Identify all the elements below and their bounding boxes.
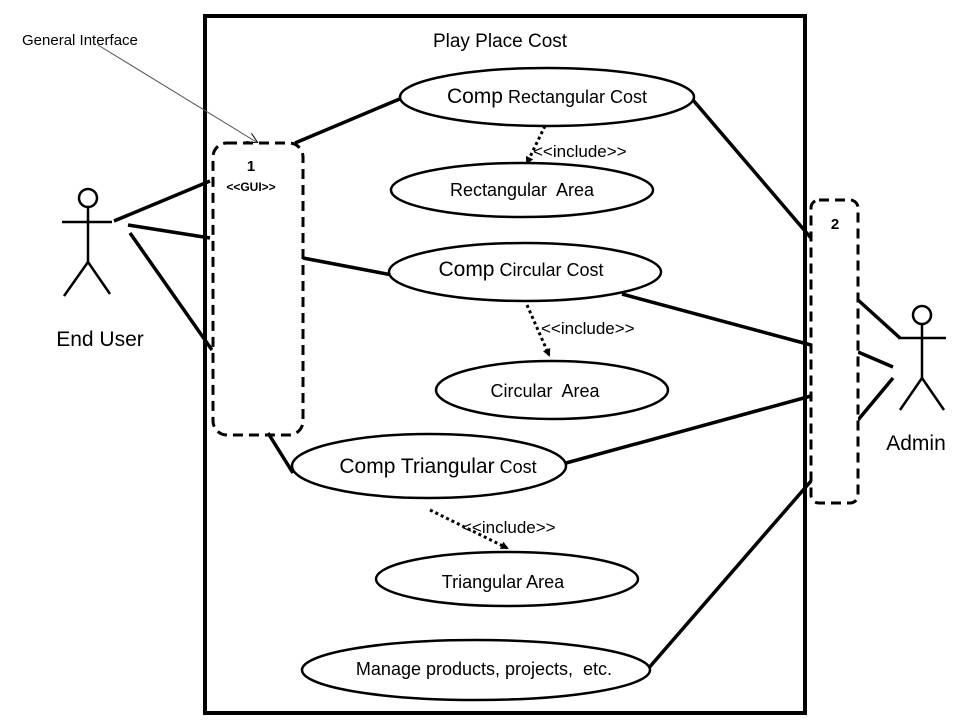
include-label-circular: <<include>>	[541, 319, 635, 338]
include-label-triangular: <<include>>	[462, 518, 556, 537]
system-title: Play Place Cost	[433, 31, 568, 52]
use-case-triangular-area	[374, 550, 640, 608]
general-interface-note: General Interface	[22, 32, 138, 49]
use-case-rectangular-cost	[398, 66, 696, 128]
gui-stereotype: <<GUI>>	[226, 180, 275, 194]
use-case-triangular-cost	[290, 432, 568, 500]
admin-actor	[898, 304, 946, 411]
use-case-triangular-area-label: Triangular Area	[442, 572, 565, 592]
use-case-circular-cost-label: Comp Circular Cost	[438, 258, 603, 281]
use-case-rectangular-area	[389, 161, 655, 219]
system-boundary	[203, 14, 807, 715]
admin-interface	[809, 198, 860, 505]
use-case-circular-area	[434, 359, 670, 421]
gui-interface	[211, 141, 305, 437]
use-case-manage-products-label: Manage products, projects, etc.	[356, 659, 612, 679]
include-dependencies	[429, 125, 551, 550]
use-case-circular-cost	[387, 241, 663, 303]
admin-label: Admin	[886, 432, 946, 455]
admin-usecase-associations	[565, 98, 813, 672]
end-user-label: End User	[56, 328, 144, 351]
use-case-rectangular-cost-label: Comp Rectangular Cost	[447, 85, 647, 108]
include-label-rectangular: <<include>>	[533, 142, 627, 161]
gui-number: 1	[247, 158, 255, 175]
use-case-manage-products	[300, 638, 652, 702]
use-case-circular-area-label: Circular Area	[490, 381, 600, 401]
use-case-rectangular-area-label: Rectangular Area	[450, 180, 595, 200]
note-pointer-line	[97, 44, 258, 143]
admin-interface-number: 2	[831, 216, 839, 233]
admin-associations	[856, 298, 902, 422]
end-user-actor	[62, 187, 112, 297]
end-user-associations	[113, 179, 214, 352]
gui-usecase-associations	[266, 96, 403, 474]
use-case-triangular-cost-label: Comp Triangular Cost	[339, 455, 536, 478]
